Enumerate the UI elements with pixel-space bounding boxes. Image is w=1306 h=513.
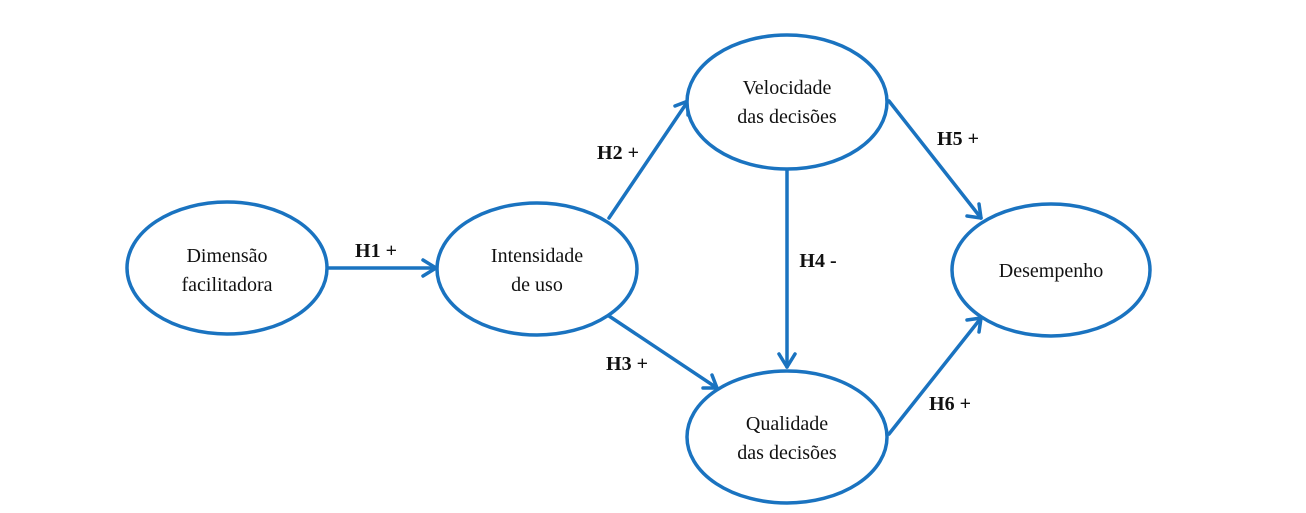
node-dimensao-line2: facilitadora xyxy=(181,274,272,296)
node-intensidade-line2: de uso xyxy=(511,274,563,296)
node-desempenho: Desempenho xyxy=(950,202,1152,338)
edge-h3 xyxy=(607,314,719,390)
node-intensidade-de-uso: Intensidade de uso xyxy=(435,201,639,337)
node-dimensao-line1: Dimensão xyxy=(186,245,267,267)
node-velocidade-line2: das decisões xyxy=(737,106,837,128)
edge-label-h6: H6 + xyxy=(929,393,971,415)
edge-h6 xyxy=(887,316,983,436)
node-qualidade-das-decisoes: Qualidade das decisões xyxy=(685,369,889,505)
edge-h4 xyxy=(777,168,797,369)
edge-label-h5: H5 + xyxy=(937,128,979,150)
node-dimensao-facilitadora: Dimensão facilitadora xyxy=(125,200,329,336)
node-desempenho-line1: Desempenho xyxy=(999,260,1103,282)
edge-label-h2: H2 + xyxy=(597,142,639,164)
edge-label-h4: H4 - xyxy=(799,250,836,272)
node-intensidade-line1: Intensidade xyxy=(491,245,583,267)
edge-h1 xyxy=(325,258,438,278)
node-qualidade-line2: das decisões xyxy=(737,442,837,464)
node-velocidade-line1: Velocidade xyxy=(743,77,832,99)
edge-label-h3: H3 + xyxy=(606,353,648,375)
edge-label-h1: H1 + xyxy=(355,240,397,262)
edge-h5 xyxy=(887,99,983,220)
node-velocidade-das-decisoes: Velocidade das decisões xyxy=(685,33,889,171)
node-qualidade-line1: Qualidade xyxy=(746,413,828,435)
